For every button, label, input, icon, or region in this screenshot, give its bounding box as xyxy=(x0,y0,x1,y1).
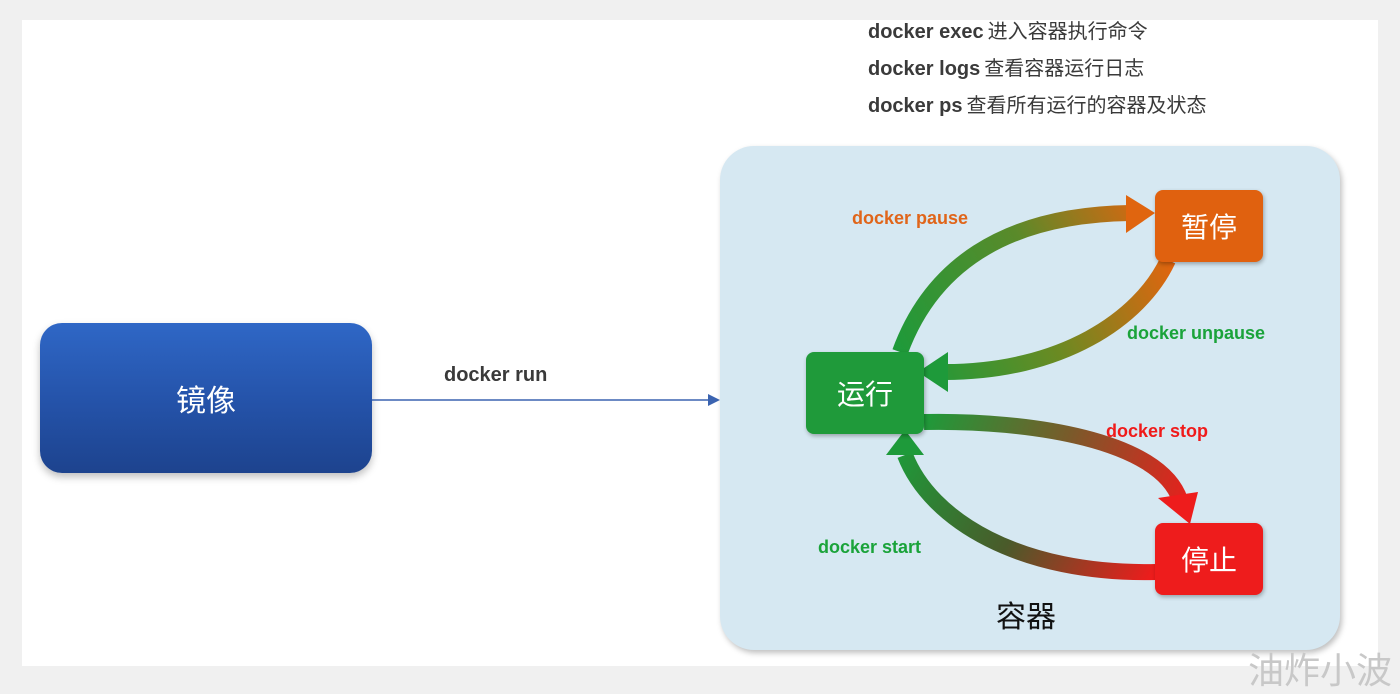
docker-run-arrow xyxy=(372,394,720,406)
arrow-unpause xyxy=(918,256,1176,392)
docker-run-label: docker run xyxy=(444,364,548,386)
state-stopped-label: 停止 xyxy=(1180,545,1237,576)
command-name: docker ps xyxy=(868,95,963,117)
watermark: 油炸小波 xyxy=(1247,650,1392,691)
container-label: 容器 xyxy=(996,601,1056,634)
image-node: 镜像 xyxy=(40,323,372,473)
arrow-stop xyxy=(923,413,1198,524)
docker-start-label: docker start xyxy=(818,537,922,557)
command-desc: 查看容器运行日志 xyxy=(984,58,1145,80)
command-name: docker logs xyxy=(868,58,981,80)
command-name: docker exec xyxy=(868,21,984,43)
state-stopped: 停止 xyxy=(1155,523,1263,595)
command-desc: 查看所有运行的容器及状态 xyxy=(966,95,1207,117)
arrow-pause xyxy=(892,195,1155,355)
state-running: 运行 xyxy=(806,352,924,434)
command-desc: 进入容器执行命令 xyxy=(987,21,1148,43)
image-node-label: 镜像 xyxy=(176,385,236,418)
docker-unpause-label: docker unpause xyxy=(1127,323,1266,343)
state-paused-label: 暂停 xyxy=(1180,212,1237,243)
arrow-start xyxy=(886,430,1157,581)
docker-stop-label: docker stop xyxy=(1106,421,1209,441)
state-running-label: 运行 xyxy=(836,379,893,410)
docker-pause-label: docker pause xyxy=(852,208,969,228)
state-paused: 暂停 xyxy=(1155,190,1263,262)
